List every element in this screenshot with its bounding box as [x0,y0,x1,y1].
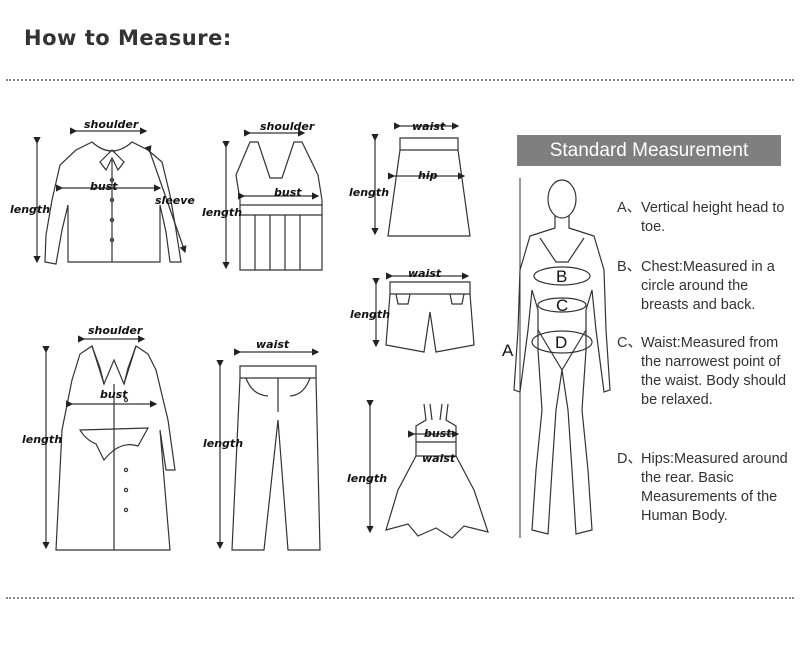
shorts-waist-label: waist [408,267,442,280]
measurement-item-d: D、 Hips:Measured around the rear. Basic … [617,450,797,526]
figure-label-c: C [556,296,568,315]
tank-drawing [235,141,323,271]
coat-shoulder-label: shoulder [88,324,143,337]
figure-label-b: B [556,267,567,286]
dress-waist-label: waist [422,452,456,465]
shirt-length-label: length [10,203,50,216]
measurement-text: Waist:Measured from the narrowest point … [641,335,787,408]
top-divider [6,79,794,81]
figure-label-d: D [555,333,567,352]
coat-drawing [55,345,176,551]
measurement-text: Chest:Measured in a circle around the br… [641,259,775,313]
measurement-key: A、 [617,200,642,216]
measurement-item-a: A、 Vertical height head to toe. [617,199,797,237]
shirt-shoulder-label: shoulder [84,118,139,131]
tank-bust-label: bust [274,186,302,199]
measurement-item-b: B、 Chest:Measured in a circle around the… [617,258,797,315]
skirt-drawing [387,137,471,237]
page-title: How to Measure: [24,26,232,50]
standard-measurement-heading: Standard Measurement [517,135,781,166]
coat-bust-label: bust [100,388,128,401]
shirt-sleeve-label: sleeve [155,194,195,207]
coat-length-label: length [22,433,62,446]
shorts-length-label: length [350,308,390,321]
bottom-divider [6,597,794,599]
dress-drawing [385,403,489,539]
skirt-waist-label: waist [412,120,446,133]
pants-length-label: length [203,437,243,450]
dress-length-label: length [347,472,387,485]
human-figure [513,179,611,535]
tank-length-label: length [202,206,242,219]
measurement-key: C、 [617,335,642,351]
dress-bust-label: bust [424,427,452,440]
measurement-text: Vertical height head to toe. [641,200,785,235]
shorts-drawing [385,281,475,353]
measurement-key: D、 [617,451,642,467]
measurement-key: B、 [617,259,642,275]
shirt-bust-label: bust [90,180,118,193]
figure-label-a: A [502,341,514,360]
measurement-item-c: C、 Waist:Measured from the narrowest poi… [617,334,797,410]
measurement-text: Hips:Measured around the rear. Basic Mea… [641,451,788,524]
pants-drawing [231,365,321,551]
pants-waist-label: waist [256,338,290,351]
skirt-hip-label: hip [418,169,438,182]
skirt-length-label: length [349,186,389,199]
tank-shoulder-label: shoulder [260,120,315,133]
